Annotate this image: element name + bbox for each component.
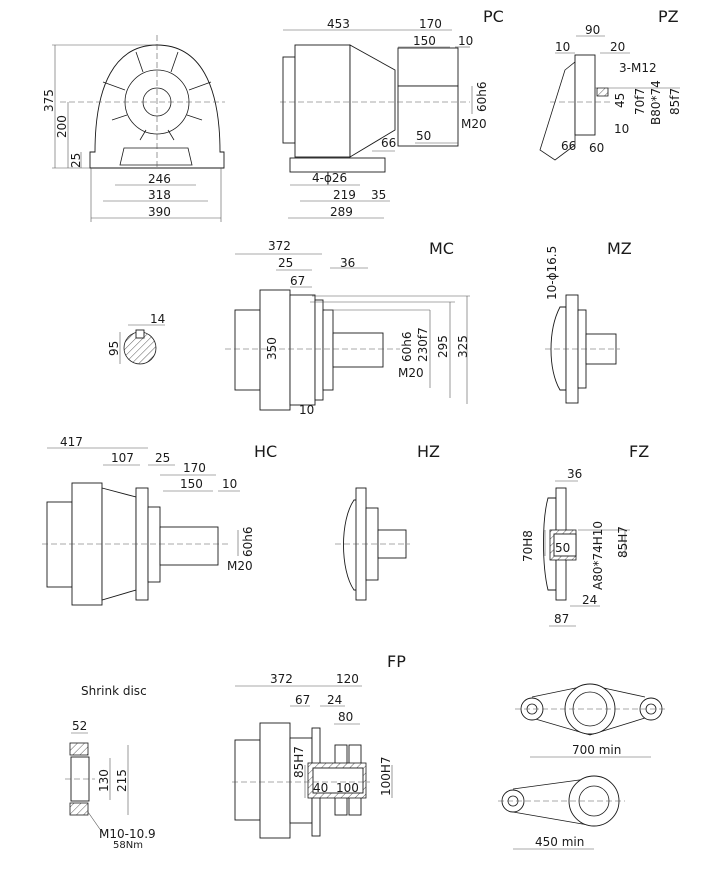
dim-length: 372 xyxy=(270,672,293,686)
dim-d25: 25 xyxy=(155,451,170,465)
view-title-fp: FP xyxy=(387,652,406,671)
view-title-hz: HZ xyxy=(417,442,440,461)
torque-arm-view: 700 min 450 min xyxy=(498,683,668,850)
dim-d10b: 10 xyxy=(614,122,629,136)
dim-length: 453 xyxy=(327,17,350,31)
dim-bore: 100H7 xyxy=(379,756,393,796)
dim-hole-spacing: 219 xyxy=(333,188,356,202)
dim-d107: 107 xyxy=(111,451,134,465)
dim-torque: 58Nm xyxy=(113,840,143,851)
dim-thread: M20 xyxy=(461,117,487,131)
dim-overall-height: 375 xyxy=(42,89,56,112)
pc-side-view: PC 453 170 150 10 60h6 M20 50 66 4-ϕ26 2… xyxy=(280,7,504,219)
dim-shaft-end: 10 xyxy=(222,477,237,491)
dim-d45: 45 xyxy=(613,93,627,108)
dim-key-height: 95 xyxy=(107,341,121,356)
dim-shaft-key: 150 xyxy=(413,34,436,48)
dim-foot-inner: 246 xyxy=(148,172,171,186)
fz-view: FZ 36 70H8 50 A80*74H10 85H7 24 87 xyxy=(521,442,649,627)
dim-length: 372 xyxy=(268,239,291,253)
dim-d60: 60 xyxy=(589,141,604,155)
view-title-mc: MC xyxy=(429,239,454,258)
dim-shaft-dia: 60h6 xyxy=(241,526,255,557)
view-title-shrink-disc: Shrink disc xyxy=(81,684,147,698)
dim-foot-outer: 390 xyxy=(148,205,171,219)
dim-thread: M20 xyxy=(398,366,424,380)
shrink-disc-view: Shrink disc 52 130 215 M10-10.9 58Nm xyxy=(65,684,156,851)
hz-view: HZ xyxy=(335,442,440,601)
dim-thread: M20 xyxy=(227,559,253,573)
dim-d85f7: 85f7 xyxy=(668,88,682,115)
dim-thread-depth: 50 xyxy=(416,129,431,143)
pc-front-view: 375 200 25 246 318 390 xyxy=(42,35,225,222)
view-title-pz: PZ xyxy=(658,7,679,26)
dim-d24: 24 xyxy=(327,693,342,707)
dim-foot-length: 289 xyxy=(330,205,353,219)
dim-holes: 10-ϕ16.5 xyxy=(545,246,559,300)
dim-d10a: 10 xyxy=(555,40,570,54)
view-title-pc: PC xyxy=(483,7,504,26)
view-title-hc: HC xyxy=(254,442,277,461)
dim-body-dia: 350 xyxy=(265,337,279,360)
dim-flange-thk: 10 xyxy=(299,403,314,417)
fp-view: FP 372 120 67 24 80 85H7 40 100 100H7 xyxy=(232,652,406,839)
dim-d67: 67 xyxy=(290,274,305,288)
dim-d67: 67 xyxy=(295,693,310,707)
dim-d24: 24 xyxy=(582,593,597,607)
dim-shaft-total: 170 xyxy=(183,461,206,475)
dim-center-height: 200 xyxy=(55,115,69,138)
dim-single-arm: 450 min xyxy=(535,835,584,849)
dim-length: 417 xyxy=(60,435,83,449)
dim-d87: 87 xyxy=(554,612,569,626)
dim-bolt: M10-10.9 xyxy=(99,827,156,841)
dim-d66: 66 xyxy=(561,139,576,153)
dim-inner: 130 xyxy=(97,769,111,792)
dim-pcd: 295 xyxy=(436,335,450,358)
dim-base-thickness: 25 xyxy=(69,153,83,168)
dim-flange-offset: 66 xyxy=(381,136,396,150)
dim-double-arm: 700 min xyxy=(572,743,621,757)
dim-d50: 50 xyxy=(555,541,570,555)
key-section-view: 14 95 xyxy=(107,312,165,365)
dim-d25: 25 xyxy=(278,256,293,270)
hc-view: HC 417 107 25 170 150 10 60h6 M20 xyxy=(42,435,277,606)
dim-d20: 20 xyxy=(610,40,625,54)
pz-view: PZ 90 10 20 3-M12 45 70f7 B80*74 85f7 10… xyxy=(539,7,682,161)
dim-bore: 70H8 xyxy=(521,530,535,562)
dim-shaft-total: 170 xyxy=(419,17,442,31)
dim-shaft-end: 10 xyxy=(458,34,473,48)
dim-spigot: 230f7 xyxy=(416,327,430,362)
dim-width: 52 xyxy=(72,719,87,733)
dim-d36: 36 xyxy=(567,467,582,481)
view-title-mz: MZ xyxy=(607,239,632,258)
dim-d90: 90 xyxy=(585,23,600,37)
dim-spline: A80*74H10 xyxy=(591,521,605,590)
mc-view: MC 372 25 36 67 350 60h6 230f7 295 325 M… xyxy=(225,239,470,417)
view-title-fz: FZ xyxy=(629,442,649,461)
dim-bolts: 3-M12 xyxy=(619,61,657,75)
dim-d36: 36 xyxy=(340,256,355,270)
dim-foot-edge: 35 xyxy=(371,188,386,202)
dim-d70f7: 70f7 xyxy=(633,88,647,115)
dim-shaft-dia: 60h6 xyxy=(400,331,414,362)
mz-view: MZ 10-ϕ16.5 xyxy=(545,239,632,404)
dim-spline: B80*74 xyxy=(649,80,663,125)
dim-d80: 80 xyxy=(338,710,353,724)
dim-shaft-dia: 60h6 xyxy=(475,81,489,112)
dim-outer: 215 xyxy=(115,769,129,792)
dim-key-width: 14 xyxy=(150,312,165,326)
dim-d100: 100 xyxy=(336,781,359,795)
dim-shaft-key: 150 xyxy=(180,477,203,491)
dim-d85h7: 85H7 xyxy=(292,746,306,778)
dim-holes: 4-ϕ26 xyxy=(312,171,347,185)
dim-d85h7: 85H7 xyxy=(616,526,630,558)
dim-d120: 120 xyxy=(336,672,359,686)
dim-foot-holes: 318 xyxy=(148,188,171,202)
dim-flange-dia: 325 xyxy=(456,335,470,358)
dim-d40: 40 xyxy=(313,781,328,795)
